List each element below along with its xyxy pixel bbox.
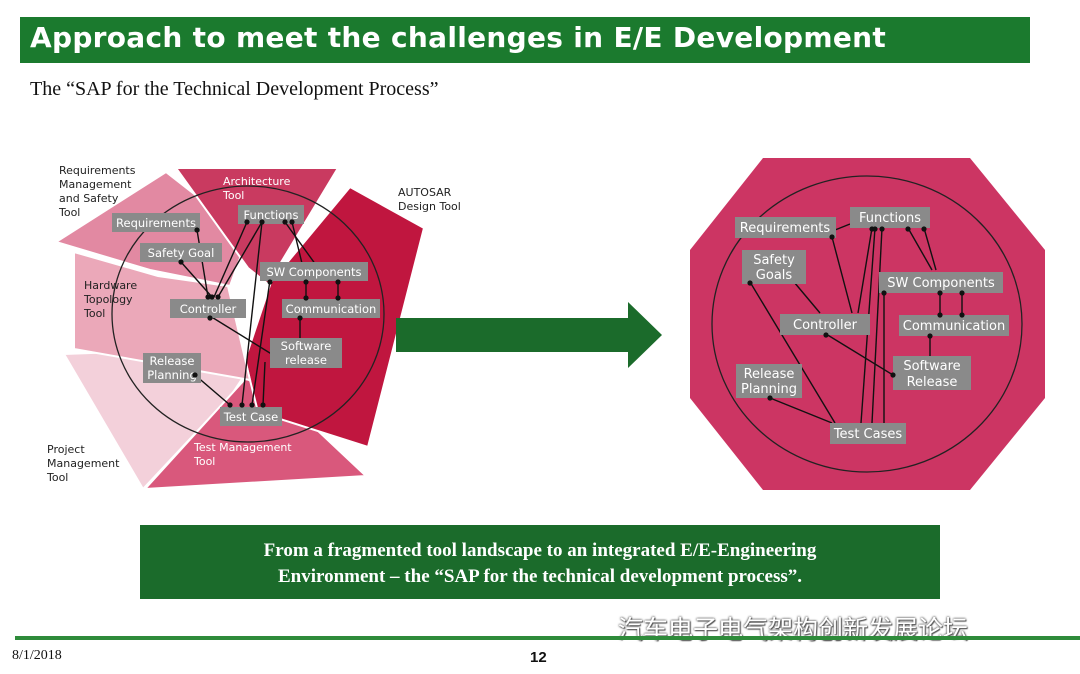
left-box-software-release: Software release <box>270 338 342 368</box>
svg-text:SW Components: SW Components <box>887 276 995 291</box>
footer-date: 8/1/2018 <box>12 648 62 663</box>
svg-text:Test Case: Test Case <box>223 410 278 424</box>
svg-text:Requirements: Requirements <box>740 221 831 236</box>
title-bar: Approach to meet the challenges in E/E D… <box>20 17 1030 63</box>
left-box-safety-goal: Safety Goal <box>140 243 222 262</box>
svg-text:Release: Release <box>907 375 958 390</box>
left-box-requirements: Requirements <box>112 213 200 232</box>
summary-banner: From a fragmented tool landscape to an i… <box>140 525 940 599</box>
left-box-release-planning: Release Planning <box>143 353 201 383</box>
left-integration-circle <box>111 185 385 443</box>
svg-text:Communication: Communication <box>903 319 1005 334</box>
svg-text:Controller: Controller <box>180 302 237 316</box>
left-box-communication: Communication <box>282 299 380 318</box>
test-tool-label: Test Management Tool <box>193 441 295 468</box>
svg-text:Controller: Controller <box>793 318 858 333</box>
svg-text:Requirements: Requirements <box>116 216 196 230</box>
hardware-tool-label: Hardware Topology Tool <box>83 279 141 320</box>
page-title: Approach to meet the challenges in E/E D… <box>30 21 887 54</box>
project-tool-label: Project Management Tool <box>46 443 123 484</box>
requirements-tool-label: Requirements Management and Safety Tool <box>58 164 139 219</box>
svg-text:release: release <box>285 353 327 367</box>
page-subtitle: The “SAP for the Technical Development P… <box>30 78 439 100</box>
right-box-communication: Communication <box>899 315 1009 336</box>
svg-text:Software: Software <box>903 359 960 374</box>
left-connectors <box>180 221 339 406</box>
footer-divider <box>15 636 1080 640</box>
right-box-safety-goals: Safety Goals <box>742 250 806 284</box>
right-box-test-cases: Test Cases <box>830 423 906 444</box>
right-connector-dots <box>747 226 965 401</box>
left-connector-dots <box>178 219 341 408</box>
left-box-test-case: Test Case <box>220 407 282 426</box>
right-integration-circle <box>711 175 1023 473</box>
autosar-tool-label: AUTOSAR Design Tool <box>398 186 461 213</box>
right-box-controller: Controller <box>780 314 870 335</box>
svg-text:SW Components: SW Components <box>266 265 361 279</box>
left-box-functions: Functions <box>238 205 304 224</box>
svg-text:Safety: Safety <box>753 253 795 268</box>
svg-text:Safety Goal: Safety Goal <box>148 246 215 260</box>
left-box-controller: Controller <box>170 299 246 318</box>
right-box-software-release: Software Release <box>893 356 971 390</box>
architecture-tool-label: Architecture Tool <box>222 175 294 202</box>
right-box-requirements: Requirements <box>735 217 836 238</box>
summary-line-2: Environment – the “SAP for the technical… <box>277 566 803 587</box>
right-diagram: Requirements Functions Safety Goals SW C… <box>690 158 1045 490</box>
right-box-sw-components: SW Components <box>879 272 1003 293</box>
summary-text: From a fragmented tool landscape to an i… <box>140 538 940 590</box>
svg-text:Test Cases: Test Cases <box>833 427 903 442</box>
svg-text:Functions: Functions <box>859 211 921 226</box>
svg-text:Software: Software <box>281 339 332 353</box>
page-number: 12 <box>530 649 547 666</box>
transition-arrow <box>396 302 662 368</box>
svg-text:Goals: Goals <box>756 268 793 283</box>
svg-text:Planning: Planning <box>147 368 197 382</box>
right-box-release-planning: Release Planning <box>736 364 802 398</box>
svg-text:Release: Release <box>150 354 195 368</box>
summary-line-1: From a fragmented tool landscape to an i… <box>263 540 817 561</box>
right-box-functions: Functions <box>850 207 930 228</box>
svg-text:Release: Release <box>744 367 795 382</box>
svg-text:Communication: Communication <box>286 302 377 316</box>
svg-text:Planning: Planning <box>741 382 797 397</box>
watermark: 汽车电子电气架构创新发展论坛 <box>618 615 969 644</box>
architecture-tool-shape <box>174 167 340 286</box>
svg-text:Functions: Functions <box>244 208 299 222</box>
left-diagram: Requirements Management and Safety Tool … <box>46 164 461 491</box>
left-box-sw-components: SW Components <box>260 262 368 281</box>
